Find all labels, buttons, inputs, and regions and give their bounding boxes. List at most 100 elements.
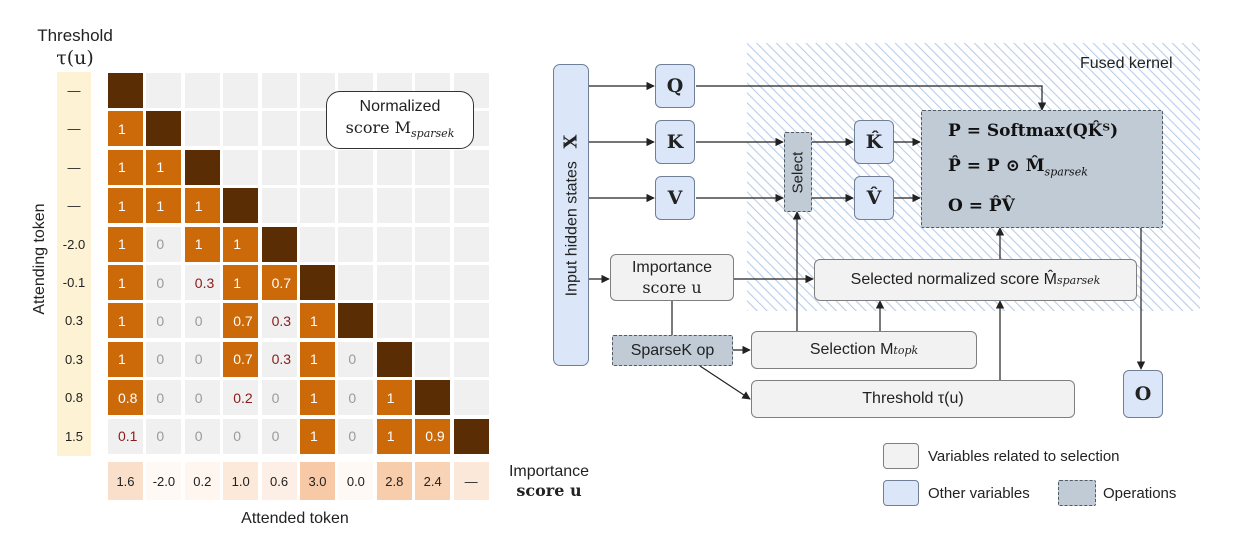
matrix-cell-empty	[261, 149, 297, 185]
matrix-cell-empty	[415, 303, 451, 339]
matrix-cell: 0.7	[223, 303, 259, 339]
matrix-cell-empty	[453, 341, 489, 377]
legend-label-operations: Operations	[1103, 485, 1177, 502]
matrix-cell-empty	[376, 303, 412, 339]
matrix-cell: 1	[376, 418, 412, 454]
matrix-cell-empty	[415, 149, 451, 185]
threshold-header-line2: τ(u)	[56, 47, 94, 69]
matrix-cell: 0	[184, 303, 220, 339]
legend-label-other: Other variables	[928, 485, 1030, 502]
matrix-cell: 0	[338, 380, 374, 416]
equation-softmax: P = Softmax(QK̂ᵀ)	[948, 120, 1119, 141]
matrix-cell-empty	[261, 111, 297, 147]
legend-label-selection: Variables related to selection	[928, 448, 1120, 465]
importance-value: 0.6	[261, 462, 297, 500]
matrix-cell: 0	[146, 265, 182, 300]
threshold-column-bg	[57, 72, 91, 456]
threshold-header: Threshold τ(u)	[30, 26, 120, 69]
importance-label-line1: Importance	[508, 463, 590, 480]
matrix-cell-empty	[415, 265, 451, 300]
matrix-cell-empty	[184, 111, 220, 147]
matrix-cell-empty	[453, 265, 489, 300]
matrix-cell-diagonal	[453, 418, 489, 454]
matrix-cell-empty	[338, 188, 374, 224]
select-op-label: Select	[789, 151, 807, 193]
selection-sub: topk	[893, 343, 919, 357]
matrix-cell: 0	[146, 303, 182, 339]
equation-masked: P̂ = P ⊙ M̂sparsek	[948, 155, 1088, 179]
matrix-cell-empty	[300, 149, 335, 185]
matrix-cell: 0	[184, 341, 220, 377]
importance-score-line2: score u	[642, 277, 702, 297]
matrix-cell-empty	[338, 226, 374, 262]
matrix-cell: 1	[108, 265, 143, 300]
matrix-cell: 1	[108, 188, 143, 224]
matrix-cell-empty	[415, 188, 451, 224]
matrix-cell-empty	[415, 226, 451, 262]
matrix-cell-empty	[453, 380, 489, 416]
attended-axis-label: Attended token	[241, 510, 349, 527]
matrix-cell-empty	[223, 73, 259, 108]
importance-label-line2: score u	[516, 481, 582, 500]
threshold-header-line1: Threshold	[37, 26, 113, 45]
matrix-cell: 0	[338, 341, 374, 377]
matrix-cell: 1	[108, 149, 143, 185]
threshold-value: —	[67, 121, 81, 137]
importance-value: 2.4	[415, 462, 451, 500]
matrix-cell: 0.3	[261, 341, 297, 377]
matrix-cell-diagonal	[146, 111, 182, 147]
matrix-cell: 1	[184, 226, 220, 262]
importance-value: -2.0	[146, 462, 182, 500]
matrix-cell-diagonal	[184, 149, 220, 185]
matrix-cell: 0.9	[415, 418, 451, 454]
threshold-value: 1.5	[64, 428, 84, 444]
matrix-cell-empty	[338, 149, 374, 185]
matrix-cell: 1	[223, 265, 259, 300]
matrix-cell-empty	[184, 73, 220, 108]
threshold-value: —	[67, 159, 81, 175]
matrix-cell: 1	[146, 188, 182, 224]
matrix-cell-empty	[376, 226, 412, 262]
matrix-cell: 0	[146, 380, 182, 416]
matrix-cell-empty	[146, 73, 182, 108]
matrix-cell: 0	[146, 341, 182, 377]
threshold-value: —	[67, 198, 81, 214]
matrix-cell: 0	[261, 380, 297, 416]
normalized-score-legend: Normalized score Msparsek	[326, 91, 474, 149]
matrix-cell-diagonal	[415, 380, 451, 416]
matrix-cell: 1	[108, 341, 143, 377]
importance-value: 0.2	[184, 462, 220, 500]
legend-swatch-operations	[1058, 480, 1096, 506]
threshold-value: -2.0	[62, 236, 86, 252]
matrix-cell: 1	[300, 418, 335, 454]
matrix-cell-empty	[453, 149, 489, 185]
equation-masked-sub: sparsek	[1044, 165, 1088, 179]
threshold-value: 0.3	[64, 313, 84, 329]
matrix-cell: 0.1	[108, 418, 143, 454]
equation-output: O = P̂V̂	[948, 196, 1015, 217]
matrix-cell-empty	[300, 188, 335, 224]
sparsek-op-box: SparseK op	[612, 335, 733, 366]
matrix-cell: 1	[223, 226, 259, 262]
matrix-cell: 1	[108, 226, 143, 262]
importance-value: 3.0	[300, 462, 335, 500]
matrix-cell: 1	[184, 188, 220, 224]
matrix-cell-diagonal	[108, 73, 143, 108]
matrix-cell: 1	[108, 111, 143, 147]
matrix-cell: 0.8	[108, 380, 143, 416]
threshold-value: 0.8	[64, 390, 84, 406]
matrix-cell: 1	[146, 149, 182, 185]
matrix-cell-diagonal	[300, 265, 335, 300]
importance-value: 1.6	[108, 462, 143, 500]
matrix-cell: 1	[376, 380, 412, 416]
matrix-cell-diagonal	[376, 341, 412, 377]
v-box: V	[655, 176, 695, 220]
k-box: K	[655, 120, 695, 164]
attention-equations-box: P = Softmax(QK̂ᵀ) P̂ = P ⊙ M̂sparsek O =…	[921, 110, 1163, 228]
matrix-cell-empty	[261, 188, 297, 224]
matrix-cell-empty	[376, 265, 412, 300]
matrix-cell-empty	[338, 265, 374, 300]
matrix-cell-empty	[376, 149, 412, 185]
matrix-cell-empty	[453, 303, 489, 339]
